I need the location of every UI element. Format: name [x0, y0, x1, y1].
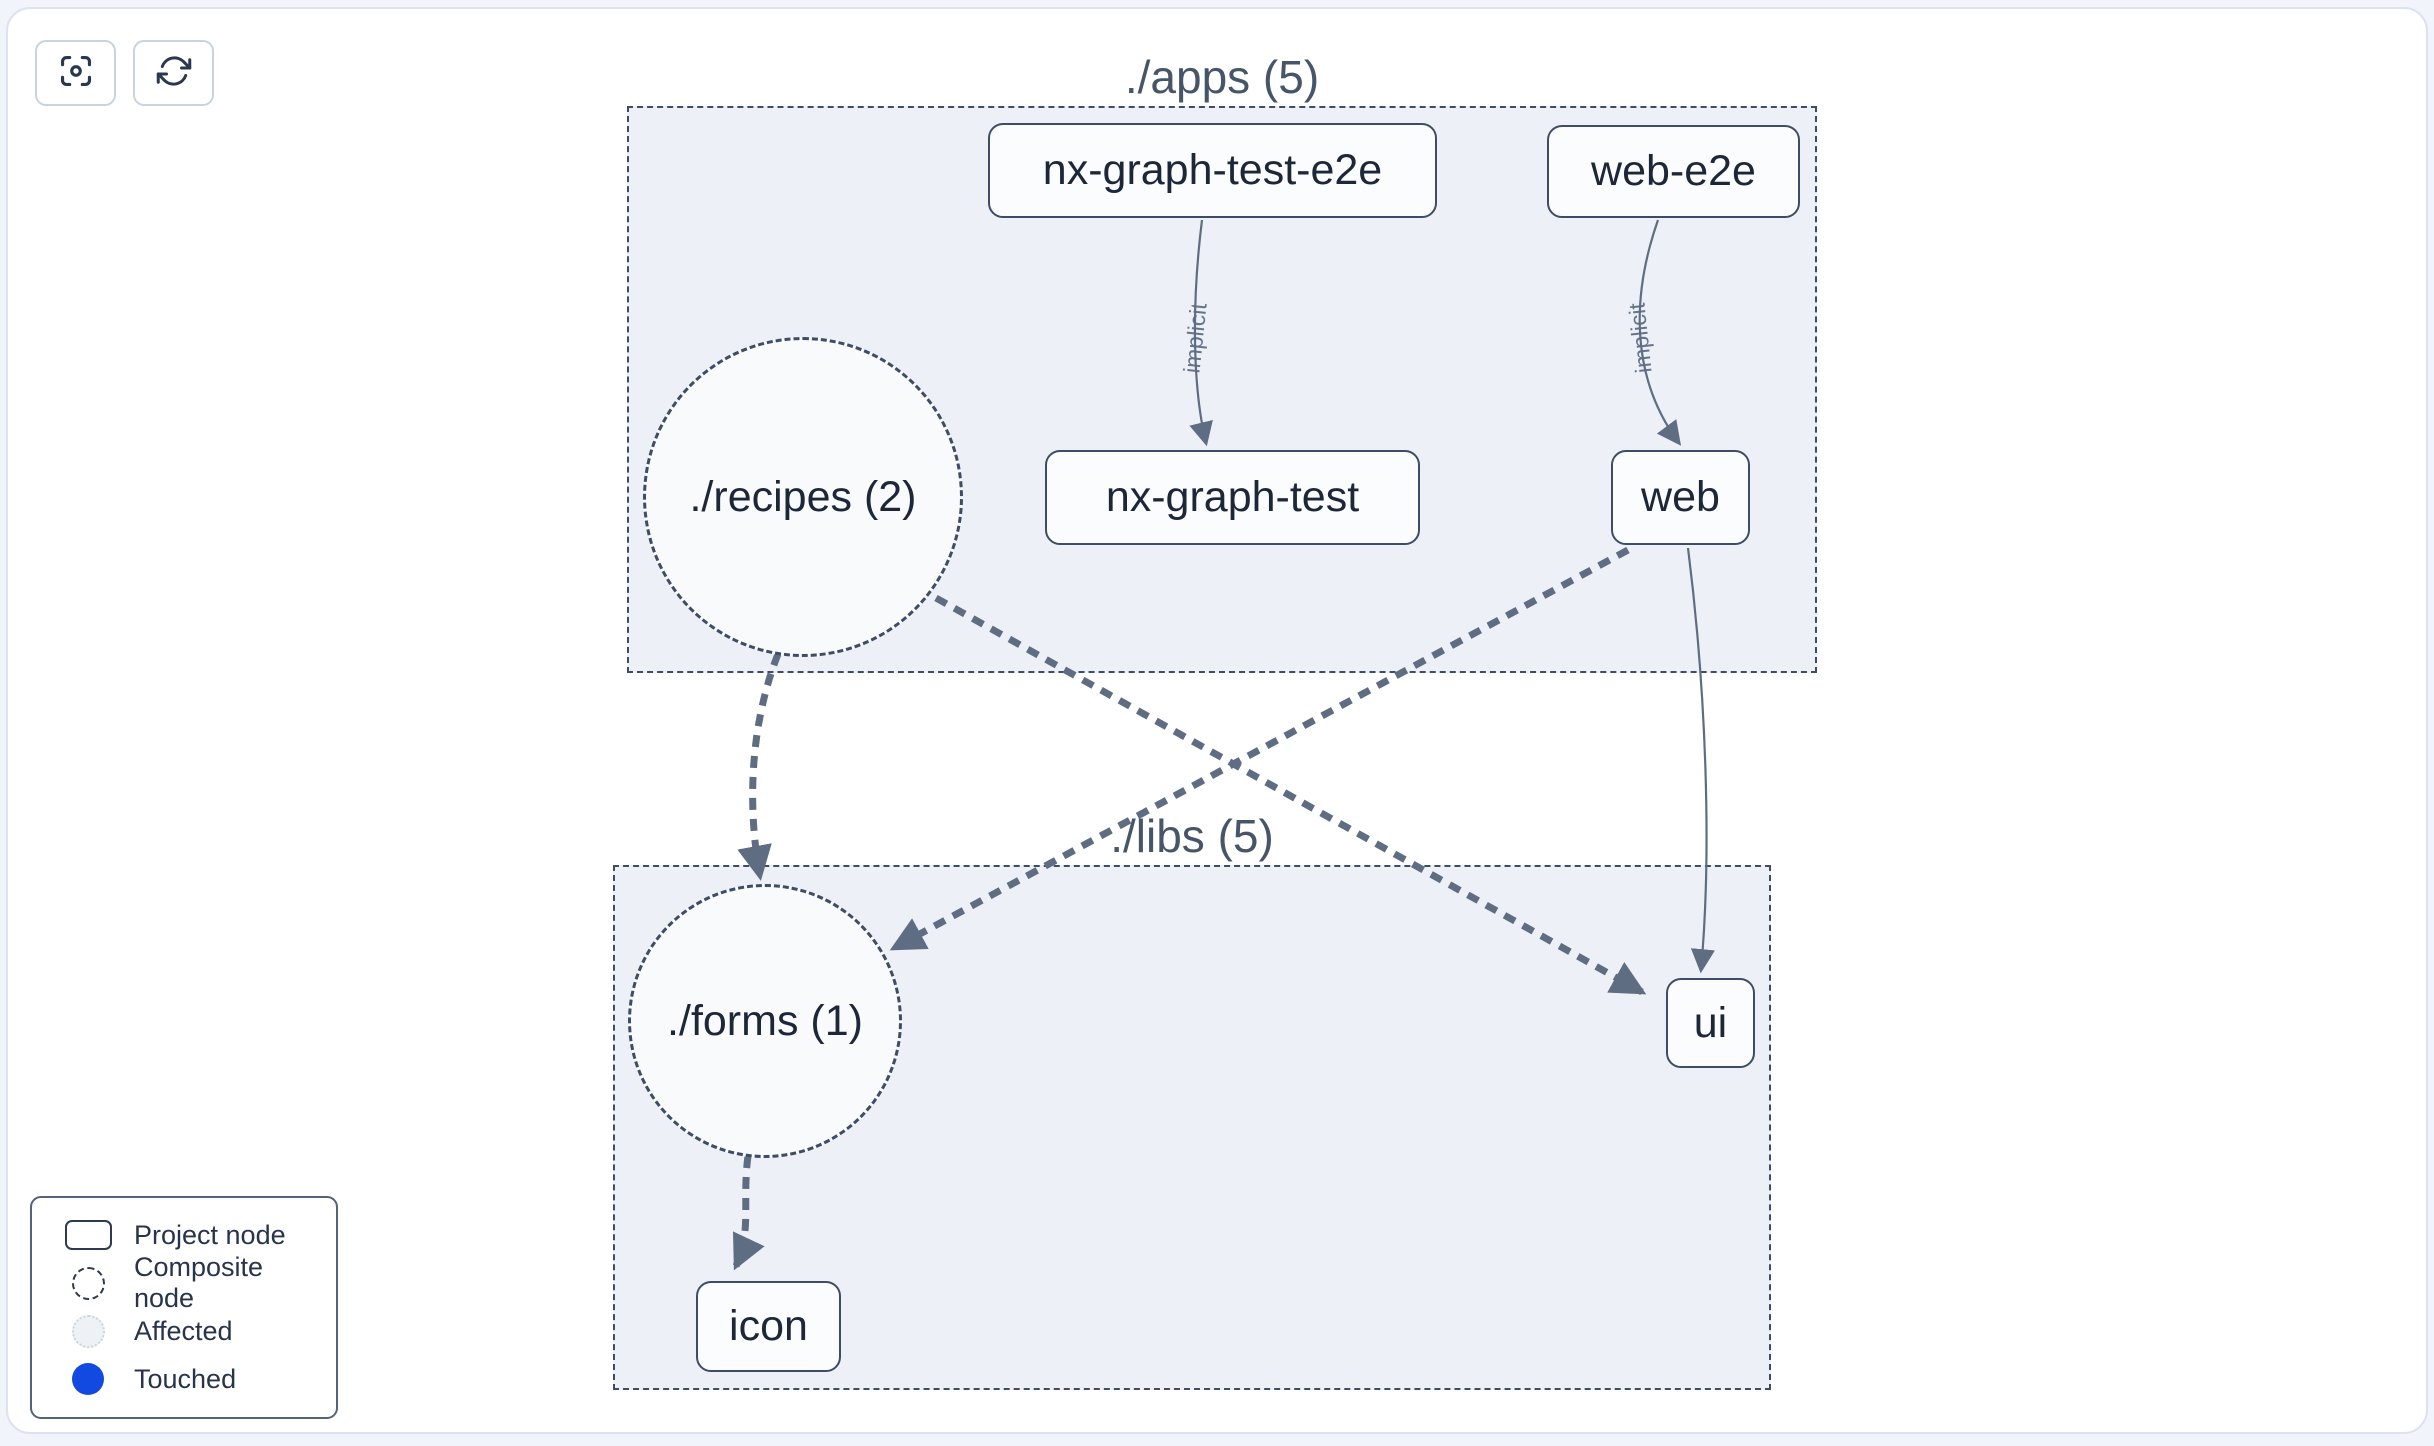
edge-web-to-forms: [889, 546, 1630, 952]
affected-swatch: [71, 1314, 105, 1348]
composite-node-swatch: [71, 1266, 105, 1300]
legend: Project node Composite node Affected Tou…: [30, 1196, 338, 1419]
project-node-swatch: [64, 1220, 112, 1250]
legend-row-affected: Affected: [42, 1307, 326, 1355]
node-nx-graph-test[interactable]: nx-graph-test: [1045, 450, 1420, 545]
legend-label-affected: Affected: [134, 1315, 233, 1346]
edge-nx-graph-test-e2e-to-nx-graph-test: [1189, 219, 1213, 447]
node-icon[interactable]: icon: [696, 1281, 841, 1372]
legend-row-touched: Touched: [42, 1355, 326, 1403]
edge-web-to-ui: [1686, 547, 1715, 974]
node-nx-graph-test-e2e[interactable]: nx-graph-test-e2e: [988, 123, 1437, 218]
node-ui[interactable]: ui: [1666, 978, 1755, 1068]
legend-label-composite: Composite node: [134, 1252, 264, 1313]
group-apps-label: ./apps (5): [1124, 51, 1320, 103]
refresh-icon: [156, 53, 192, 94]
composite-node-recipes[interactable]: ./recipes (2): [643, 337, 963, 657]
edge-recipes-to-forms: [737, 652, 782, 881]
edge-web-e2e-to-web: [1638, 219, 1682, 446]
toolbar: [35, 40, 214, 106]
legend-label-touched: Touched: [134, 1363, 237, 1394]
refresh-button[interactable]: [133, 40, 214, 106]
node-web-e2e[interactable]: web-e2e: [1547, 125, 1800, 218]
touched-swatch: [72, 1363, 104, 1395]
legend-row-composite: Composite node: [42, 1252, 326, 1313]
group-libs-label: ./libs (5): [1110, 810, 1274, 862]
focus-icon: [57, 52, 95, 95]
legend-row-project: Project node: [42, 1211, 326, 1259]
legend-label-project: Project node: [134, 1219, 286, 1250]
edge-recipes-to-ui: [934, 594, 1647, 996]
composite-node-forms[interactable]: ./forms (1): [628, 884, 902, 1158]
node-web[interactable]: web: [1611, 450, 1750, 545]
focus-reset-button[interactable]: [35, 40, 116, 106]
edge-forms-to-icon: [732, 1155, 765, 1271]
